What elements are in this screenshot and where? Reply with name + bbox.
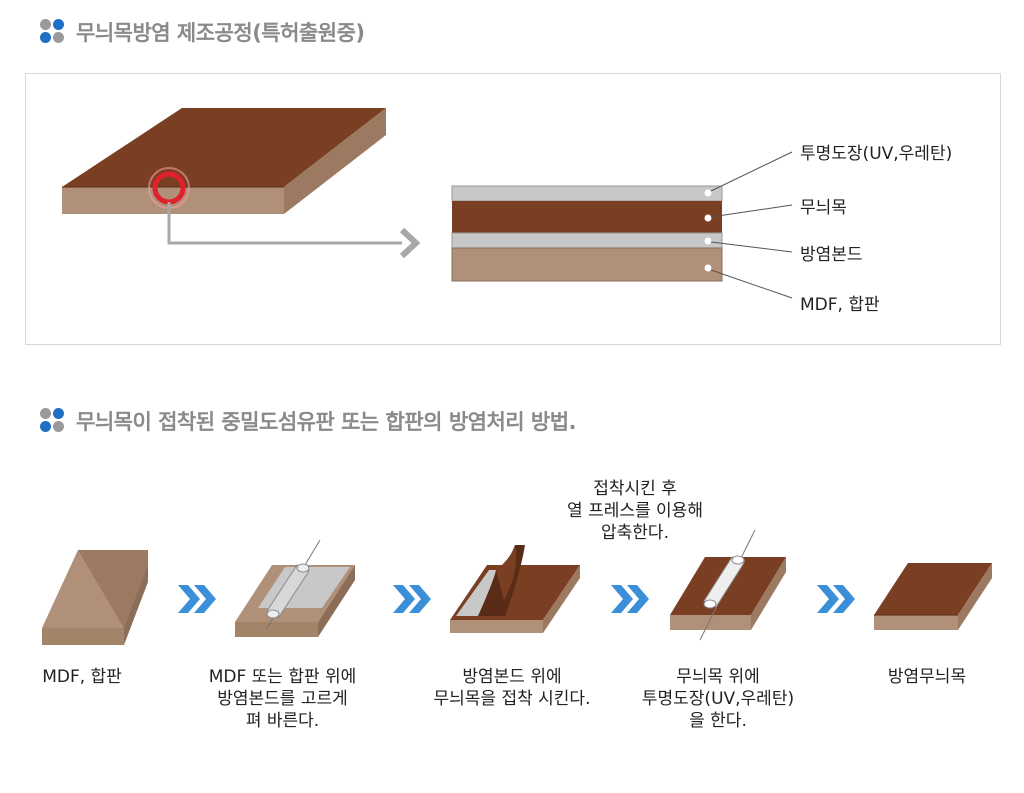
step-3-label: 방염본드 위에 무늬목을 접착 시킨다. <box>433 667 591 709</box>
section-title-method: 무늬목이 접착된 중밀도섬유판 또는 합판의 방염처리 방법. <box>40 406 577 436</box>
double-chevron-right-icon <box>817 585 855 613</box>
step-4-coating <box>670 529 786 641</box>
double-chevron-right-icon <box>393 585 431 613</box>
double-chevron-right-icon <box>611 585 649 613</box>
step-5-finished <box>874 563 992 630</box>
layer-label-coating: 투명도장(UV,우레탄) <box>800 144 953 164</box>
step-5-label: 방염무늬목 <box>887 667 967 687</box>
step-3-attach <box>450 545 580 633</box>
section-title-text: 무늬목방염 제조공정(특허출원중) <box>76 21 365 45</box>
step-4-label: 무늬목 위에 투명도장(UV,우레탄) 을 한다. <box>641 667 795 731</box>
step-2-label: MDF 또는 합판 위에 방염본드를 고르게 펴 바른다. <box>208 667 357 731</box>
step-1-board <box>42 550 148 645</box>
board-illustration <box>62 108 386 214</box>
double-chevron-right-icon <box>178 585 216 613</box>
step-2-glue <box>235 539 355 637</box>
press-note: 접착시킨 후 열 프레스를 이용해 압축한다. <box>567 479 703 543</box>
roller-icon <box>699 529 756 641</box>
roller-icon <box>265 539 321 631</box>
four-dot-icon <box>40 19 66 45</box>
layer-label-veneer: 무늬목 <box>800 198 847 218</box>
layer-label-mdf: MDF, 합판 <box>800 295 880 315</box>
step-1-label: MDF, 합판 <box>42 667 122 687</box>
section-title-text: 무늬목이 접착된 중밀도섬유판 또는 합판의 방염처리 방법. <box>76 410 577 434</box>
section-title-process: 무늬목방염 제조공정(특허출원중) <box>40 17 365 47</box>
layer-label-bond: 방염본드 <box>800 245 863 265</box>
four-dot-icon <box>40 408 66 434</box>
layer-cross-section <box>451 151 793 299</box>
arrow-right-icon <box>167 202 421 259</box>
